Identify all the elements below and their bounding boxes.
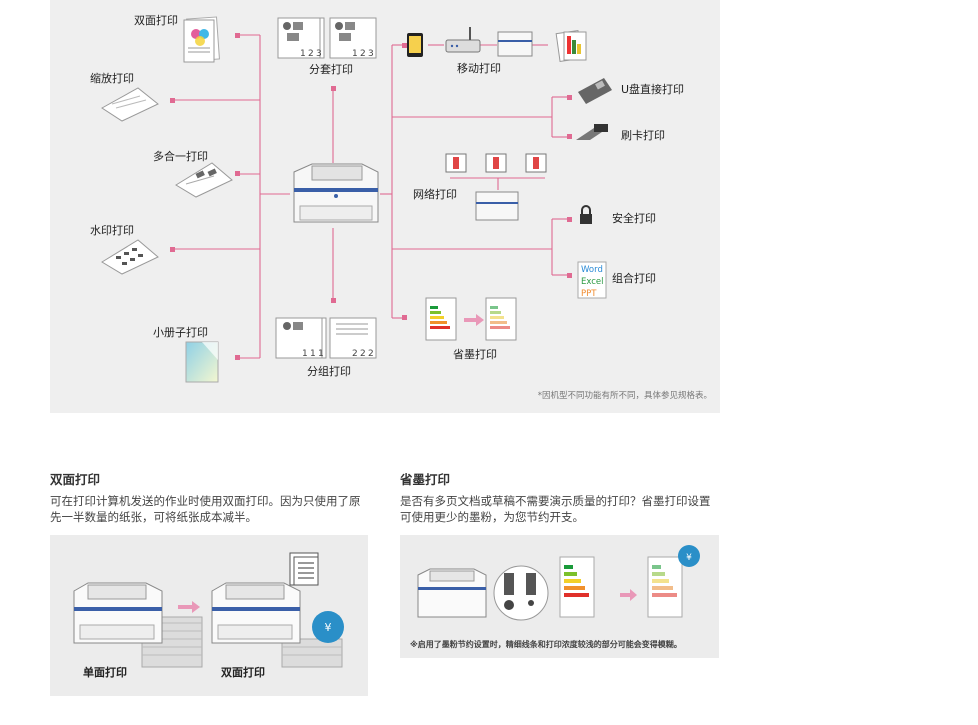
footnote: *因机型不同功能有所不同，具体参见规格表。 [538,390,712,401]
group-page-d: 2 [352,349,358,359]
feature-diagram-panel [50,0,720,413]
toner-section-body: 是否有多页文档或草稿不需要演示质量的打印？省墨打印设置可使用更少的墨粉，为您节约… [400,494,711,524]
collate-page-3: 3 [316,49,322,59]
phone-icon [407,33,423,57]
watermark-paper-icon [101,239,159,275]
printer-icon [293,163,379,223]
secure-label: 安全打印 [612,211,656,225]
double-printer-icon [211,582,301,644]
router-icon [445,27,481,53]
group-pages-icon: 1 1 1 2 2 2 [275,317,377,359]
connector-lines [172,34,568,359]
duplex-illustration: ¥ 单面打印 双面打印 [50,535,368,696]
collate-page-1: 1 [300,49,306,59]
toner-save-badge-icon: ¥ [678,545,700,567]
group-page-c: 1 [318,349,324,359]
double-print-stack-icon [281,638,343,668]
toner-section-title: 省墨打印 [400,472,451,487]
group-page-a: 1 [302,349,308,359]
group-page-e: 2 [360,349,366,359]
network-printer-icon [475,191,519,221]
ppt-label: PPT [581,289,597,299]
toner-save-before-icon [425,297,457,341]
usb-label: U盘直接打印 [621,82,684,96]
card-reader-icon [576,124,608,140]
booklet-label: 小册子打印 [153,325,208,339]
collate-label: 分套打印 [309,62,353,76]
toner-magnifier-icon [493,565,549,621]
small-printer-icon [497,31,533,57]
usb-drive-icon [578,78,612,104]
network-label: 网络打印 [413,187,457,201]
excel-label: Excel [581,277,604,287]
toner-save-label: 省墨打印 [453,347,497,361]
toner-illustration: ¥ ※启用了墨粉节约设置时，精细线条和打印浓度较浅的部分可能会变得模糊。 [400,535,719,658]
card-label: 刷卡打印 [621,128,665,142]
booklet-icon [185,341,219,383]
printed-pages-icon [555,30,587,62]
duplex-section-title: 双面打印 [50,472,101,487]
collate-page-1b: 1 [352,49,358,59]
duplex-label: 双面打印 [134,13,178,27]
n-up-paper-icon [175,162,233,198]
duplex-document-icon [289,552,319,586]
svg-text:¥: ¥ [325,621,332,634]
toner-section-arrow [620,589,637,601]
watermark-label: 水印打印 [90,223,134,237]
mobile-label: 移动打印 [457,61,501,75]
collate-page-3b: 3 [368,49,374,59]
duplex-document-icon [183,16,220,63]
group-page-f: 2 [368,349,374,359]
feature-diagram: 1 2 3 1 2 3 1 1 1 2 2 2 [90,13,712,401]
combine-label: 组合打印 [612,271,656,285]
group-page-b: 1 [310,349,316,359]
single-printer-icon [73,582,163,644]
combine-apps-box: Word Excel PPT [577,261,607,299]
collate-page-2: 2 [308,49,314,59]
collate-pages-icon: 1 2 3 1 2 3 [277,17,377,59]
duplex-section-body: 可在打印计算机发送的作业时使用双面打印。因为只使用了原先一半数量的纸张，可将纸张… [50,494,361,524]
connector-dots [170,33,572,360]
duplex-arrow [178,601,200,613]
double-print-label: 双面打印 [221,665,265,679]
svg-text:¥: ¥ [686,553,692,563]
toner-note: ※启用了墨粉节约设置时，精细线条和打印浓度较浅的部分可能会变得模糊。 [410,639,682,649]
toner-save-after-icon [485,297,517,341]
cost-save-badge-icon: ¥ [312,611,344,643]
single-print-label: 单面打印 [83,665,127,679]
toner-printer-icon [417,568,487,618]
group-label: 分组打印 [307,364,351,378]
light-print-icon [647,556,683,618]
dense-print-icon [559,556,595,618]
lock-icon [580,205,592,224]
n-up-label: 多合一打印 [153,149,208,163]
zoom-paper-icon [101,87,159,122]
word-label: Word [581,265,603,275]
zoom-label: 缩放打印 [90,71,134,85]
collate-page-2b: 2 [360,49,366,59]
network-computers-icon [445,153,547,173]
toner-arrow [464,314,484,326]
